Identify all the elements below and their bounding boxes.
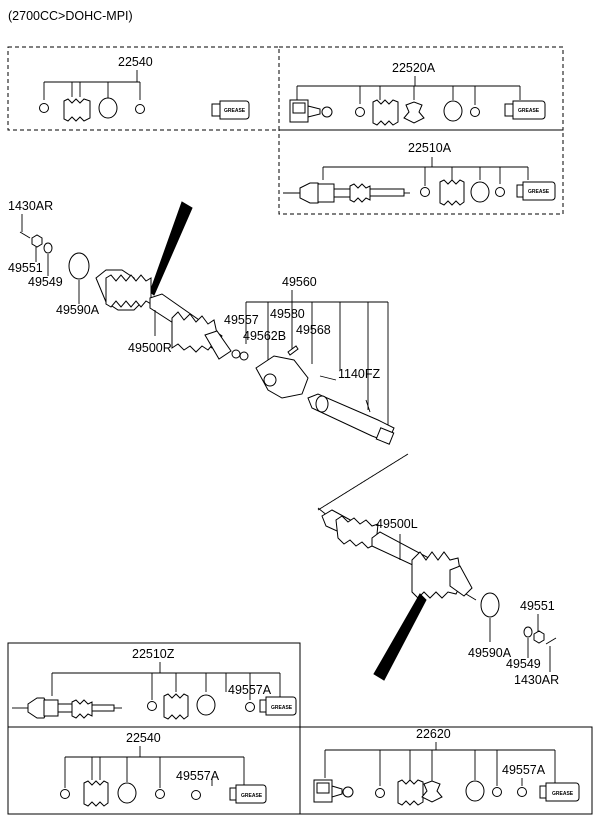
grease-label: GREASE (518, 108, 540, 114)
washer-icon (43, 242, 53, 254)
clamp-ring-icon (39, 103, 49, 113)
part-label-49560[interactable]: 49560 (282, 275, 317, 289)
half-shaft-icon (283, 182, 410, 204)
engine-spec-label: (2700CC>DOHC-MPI) (8, 9, 133, 23)
grease-label: GREASE (552, 791, 574, 797)
grease-tube-icon (539, 782, 580, 802)
kit-box-22520A[interactable]: 22520A GREASE (278, 46, 564, 131)
grease-tube-icon (211, 100, 250, 120)
clamp-ring-icon (239, 351, 249, 361)
cotter-pin-icon (545, 637, 557, 645)
kit-label-22510Z: 22510Z (132, 647, 175, 661)
part-label-49557A-3[interactable]: 49557A (502, 763, 546, 777)
clamp-ring-icon (191, 790, 201, 800)
part-label-49562B[interactable]: 49562B (243, 329, 286, 343)
part-label-49590A-left[interactable]: 49590A (468, 646, 512, 660)
cv-joint-housing-icon (289, 99, 333, 123)
kit-label-22540-bottom: 22540 (126, 731, 161, 745)
kit-label-22520A: 22520A (392, 61, 436, 75)
part-label-49551-left[interactable]: 49551 (520, 599, 555, 613)
kit-label-22620: 22620 (416, 727, 451, 741)
clamp-ring-icon (135, 104, 145, 114)
kit-box-22540-top[interactable]: 22540 GREASE (7, 46, 280, 131)
driveshaft-left[interactable] (317, 507, 477, 681)
clamp-ring-icon (60, 789, 70, 799)
kit-box-22620[interactable]: 22620 49557A GREASE (299, 726, 593, 815)
part-label-49580[interactable]: 49580 (270, 307, 305, 321)
assembly-leader-line (317, 453, 409, 511)
boot-icon (63, 98, 91, 122)
tone-ring-icon (480, 592, 500, 618)
castle-nut-icon (31, 234, 43, 248)
part-label-49557A-1[interactable]: 49557A (228, 683, 272, 697)
clamp-ring-icon (492, 787, 502, 797)
grease-label: GREASE (528, 189, 550, 195)
clamp-ring-icon (517, 787, 527, 797)
grease-label: GREASE (241, 793, 263, 799)
kit-box-22540-bottom[interactable]: 22540 49557A GREASE (7, 726, 301, 815)
kit-label-22510A: 22510A (408, 141, 452, 155)
grease-tube-icon (259, 696, 297, 716)
clamp-ring-icon (155, 789, 165, 799)
snap-ring-icon (117, 782, 137, 804)
part-label-1140FZ[interactable]: 1140FZ (338, 367, 381, 381)
part-label-49500R[interactable]: 49500R (128, 341, 172, 355)
snap-ring-icon (196, 694, 216, 716)
clamp-ring-icon (355, 107, 365, 117)
snap-ring-icon (470, 181, 490, 203)
clamp-ring-icon (420, 187, 430, 197)
grease-label: GREASE (271, 705, 293, 711)
part-label-49590A-right[interactable]: 49590A (56, 303, 100, 317)
cv-joint-housing-icon (313, 779, 354, 803)
part-label-1430AR-left[interactable]: 1430AR (514, 673, 559, 687)
part-label-49549-right[interactable]: 49549 (28, 275, 63, 289)
tone-ring-icon (68, 252, 90, 280)
direction-stripe-icon (149, 201, 193, 296)
part-label-1430AR-right[interactable]: 1430AR (8, 199, 53, 213)
boot-icon (372, 99, 399, 126)
cotter-pin-icon (19, 231, 31, 239)
driveshaft-right[interactable] (95, 201, 241, 360)
boot-icon (163, 693, 189, 720)
half-shaft-icon (12, 697, 122, 719)
kit-box-22510A[interactable]: 22510A GREASE (278, 129, 564, 215)
tripod-icon (403, 101, 425, 124)
part-label-49549-left[interactable]: 49549 (506, 657, 541, 671)
kit-label-22540-top: 22540 (118, 55, 153, 69)
clamp-ring-icon (470, 107, 480, 117)
clamp-ring-icon (245, 702, 255, 712)
part-label-49557[interactable]: 49557 (224, 313, 259, 327)
clamp-ring-icon (147, 701, 157, 711)
castle-nut-icon (533, 630, 545, 644)
snap-ring-icon (98, 97, 118, 119)
grease-tube-icon (504, 100, 546, 120)
intermediate-shaft[interactable] (239, 345, 395, 445)
bolt-icon (287, 345, 299, 356)
boot-icon (83, 780, 109, 807)
part-label-49551-right[interactable]: 49551 (8, 261, 43, 275)
tripod-icon (421, 780, 443, 803)
part-label-49557A-2[interactable]: 49557A (176, 769, 220, 783)
kit-box-22510Z[interactable]: 22510Z 49557A GREASE (7, 642, 301, 728)
bearing-bracket-icon (255, 355, 309, 399)
snap-ring-icon (443, 100, 463, 122)
part-label-49568[interactable]: 49568 (296, 323, 331, 337)
grease-tube-icon (229, 784, 267, 804)
clamp-ring-icon (495, 187, 505, 197)
snap-ring-icon (465, 780, 485, 802)
direction-stripe-icon (373, 593, 427, 681)
boot-icon (439, 179, 465, 206)
washer-icon (523, 626, 533, 638)
clamp-ring-icon (375, 788, 385, 798)
part-label-49500L[interactable]: 49500L (376, 517, 418, 531)
grease-label: GREASE (224, 108, 246, 114)
grease-tube-icon (516, 181, 556, 201)
boot-icon (397, 779, 424, 806)
